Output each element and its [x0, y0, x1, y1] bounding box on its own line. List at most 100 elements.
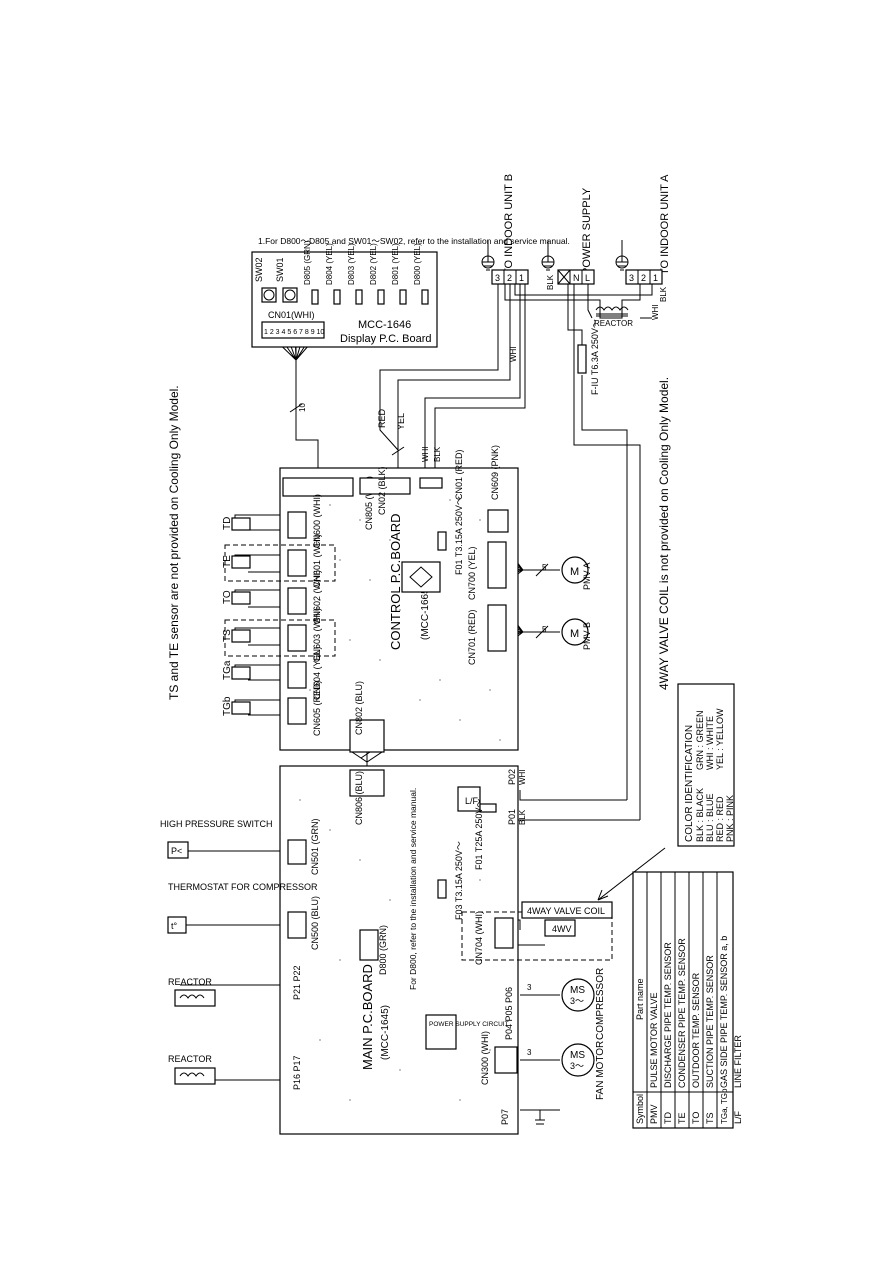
f03-label: F03 T3.15A 250V～ [454, 841, 464, 920]
cn605-label: CN605 (RED) [312, 680, 322, 736]
power-supply-circuit: POWER SUPPLY CIRCUIT [429, 1021, 509, 1028]
label-to-indoor-unit-a: TO INDOOR UNIT A [659, 174, 671, 275]
led-d804: D804 (YEL) [325, 243, 334, 285]
compressor-wire-count: 3 [527, 983, 532, 992]
color-id-title: COLOR IDENTIFICATION [684, 725, 695, 842]
label-whi-2: WHI [421, 446, 430, 462]
cn01-display: CN01(WHI) [268, 310, 315, 320]
svg-text:1: 1 [519, 273, 524, 283]
sensor-to: TO [222, 590, 233, 604]
svg-text:2: 2 [507, 273, 512, 283]
cn601-label: CN601 (WHI) [312, 534, 322, 588]
ground-icon [615, 240, 629, 271]
legend-row-name: CONDENSER PIPE TEMP. SENSOR [677, 938, 687, 1088]
sensor-tgb: TGb [222, 696, 233, 716]
cn802-label: CN802 (BLU) [354, 681, 364, 735]
cn806-label: CN806 (BLU) [354, 771, 364, 825]
terminal-area: TO INDOOR UNIT B POWER SUPPLY TO INDOOR … [377, 174, 671, 462]
pressure-symbol: P< [171, 846, 182, 856]
label-yel: YEL [396, 413, 406, 430]
external-components: HIGH PRESSURE SWITCH P< THERMOSTAT FOR C… [160, 819, 318, 1085]
reactor-coil-icon [595, 306, 629, 317]
svg-text:MS: MS [570, 1050, 585, 1061]
thermostat-symbol: t° [171, 921, 178, 931]
fuse-f-iu [577, 344, 587, 374]
high-pressure-switch-label: HIGH PRESSURE SWITCH [160, 819, 273, 829]
sensor-note: TS and TE sensor are not provided on Coo… [167, 385, 181, 700]
label-blk-unit-a: BLK [659, 286, 668, 302]
legend-row-symbol: TS [705, 1112, 715, 1124]
compressor-label: COMPRESSOR [595, 968, 606, 1040]
symbol-legend-table: Symbol Part name PMV PULSE MOTOR VALVE T… [632, 871, 743, 1129]
sensor-tga: TGa [222, 660, 233, 680]
led-d805: D805 (GRN) [303, 240, 312, 285]
p04-p06-label: P04 P05 P06 [504, 987, 514, 1040]
d800-note: For D800, refer to the installation and … [408, 788, 418, 990]
main-board-title: MAIN P.C.BOARD [360, 964, 375, 1070]
thermostat-label: THERMOSTAT FOR COMPRESSOR [168, 882, 318, 892]
pmv-a-label: PMV A [582, 562, 592, 590]
svg-text:GRN : GREEN: GRN : GREEN [695, 710, 705, 770]
svg-text:M: M [570, 566, 579, 578]
control-board-model: (MCC-1665) [420, 585, 431, 640]
svg-text:SW01: SW01 [275, 257, 285, 282]
svg-text:N: N [573, 273, 580, 283]
color-identification: COLOR IDENTIFICATION BLK : BLACK BLU : B… [677, 683, 735, 847]
main-whi-label: WHI [518, 769, 527, 785]
ground-icon [481, 240, 495, 271]
four-wv-label: 4WV [552, 924, 572, 934]
four-way-valve-coil-label: 4WAY VALVE COIL [527, 906, 605, 916]
legend-header-symbol: Symbol [635, 1094, 645, 1124]
label-power-supply: POWER SUPPLY [581, 187, 593, 275]
display-board-note: 1.For D800～D805 and SW01～SW02, refer to … [258, 236, 570, 246]
valve-note: 4WAY VALVE COIL is not provided on Cooli… [657, 377, 671, 690]
label-blk-ground: BLK [546, 274, 555, 290]
pmv-a-motor-icon: M [561, 556, 589, 584]
svg-text:YEL : YELLOW: YEL : YELLOW [715, 708, 725, 770]
control-board-title: CONTROL P.C.BOARD [388, 513, 403, 650]
board-dots [299, 799, 491, 1101]
pmv-b-motor-icon: M [561, 618, 589, 646]
wiring [180, 283, 666, 1111]
display-cable-count: 10 [298, 403, 307, 412]
svg-text:3～: 3～ [570, 996, 584, 1006]
legend-row-name: SUCTION PIPE TEMP. SENSOR [705, 955, 715, 1088]
sensor-connectors: CN600 (WHI) CN601 (WHI) CN602 (WHI) CN60… [224, 494, 336, 736]
cn805-label: CN805 (WHI) [364, 476, 374, 530]
sensor-ts: TS [222, 629, 233, 642]
pmv-a-wire-count: 5 [542, 563, 547, 572]
svg-text:RED : RED: RED : RED [715, 796, 725, 842]
legend-header-part: Part name [635, 978, 645, 1020]
svg-text:WHI : WHITE: WHI : WHITE [705, 716, 715, 770]
cn600-label: CN600 (WHI) [312, 494, 322, 548]
terminal-unit-a: 3 2 1 [625, 269, 663, 285]
svg-text:3: 3 [629, 273, 634, 283]
compressor-motor-icon: MS 3～ [561, 978, 595, 1012]
sensor-te: TE [222, 555, 233, 568]
fan-motor-label: FAN MOTOR [595, 1041, 606, 1100]
cn501-label: CN501 (GRN) [310, 818, 320, 875]
p21-p22-label: P21 P22 [292, 965, 302, 1000]
cn701-label: CN701 (RED) [467, 609, 477, 665]
svg-text:3～: 3～ [570, 1061, 584, 1071]
main-blk-label: BLK [518, 809, 527, 825]
led-row: D805 (GRN) D804 (YEL) D803 (YEL) D802 (Y… [303, 240, 429, 305]
legend-row-symbol: PMV [649, 1104, 659, 1124]
cn603-label: CN603 (WHI) [312, 608, 322, 662]
led-d802: D802 (YEL) [369, 243, 378, 285]
cn700-label: CN700 (YEL) [467, 546, 477, 600]
cn602-label: CN602 (WHI) [312, 570, 322, 624]
led-d800: D800 (YEL) [413, 243, 422, 285]
label-to-indoor-unit-b: TO INDOOR UNIT B [503, 174, 515, 275]
svg-text:BLU : BLUE: BLU : BLUE [705, 793, 715, 842]
svg-text:PNK : PINK: PNK : PINK [725, 795, 735, 842]
terminal-unit-b: 3 2 1 [491, 269, 529, 285]
legend-row-name: PULSE MOTOR VALVE [649, 992, 659, 1088]
legend-row-name: DISCHARGE PIPE TEMP. SENSOR [663, 942, 673, 1088]
cn01-pins: 1 2 3 4 5 6 7 8 9 10 [264, 329, 324, 336]
reactor-coil-icon [174, 1067, 216, 1085]
cn604-label: CN604 (YEL) [312, 646, 322, 700]
line-filter-label: L/F [465, 796, 479, 806]
pmv-b-label: PMV B [582, 622, 592, 650]
